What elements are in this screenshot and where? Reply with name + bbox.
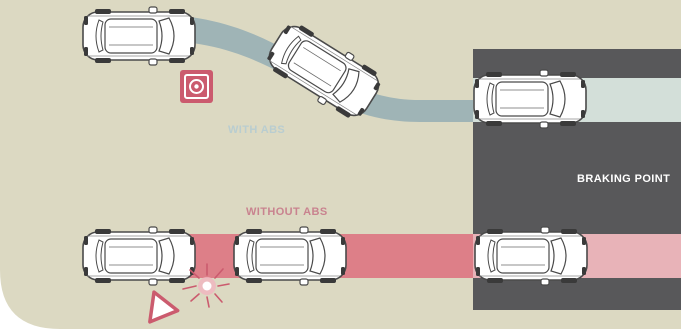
without-abs-label: WITHOUT ABS <box>246 206 328 218</box>
car-no-abs-middle <box>233 226 347 286</box>
collision-burst-icon <box>182 263 230 308</box>
car-no-abs-start <box>82 226 196 286</box>
abs-warning-light-icon <box>180 70 213 103</box>
car-no-abs-braking-point <box>474 226 588 286</box>
with-abs-label: WITH ABS <box>228 124 286 136</box>
car-abs-braking-point <box>473 69 587 129</box>
car-abs-start <box>82 6 196 66</box>
warning-triangle-icon <box>148 290 180 324</box>
braking-point-label: BRAKING POINT <box>577 173 671 185</box>
